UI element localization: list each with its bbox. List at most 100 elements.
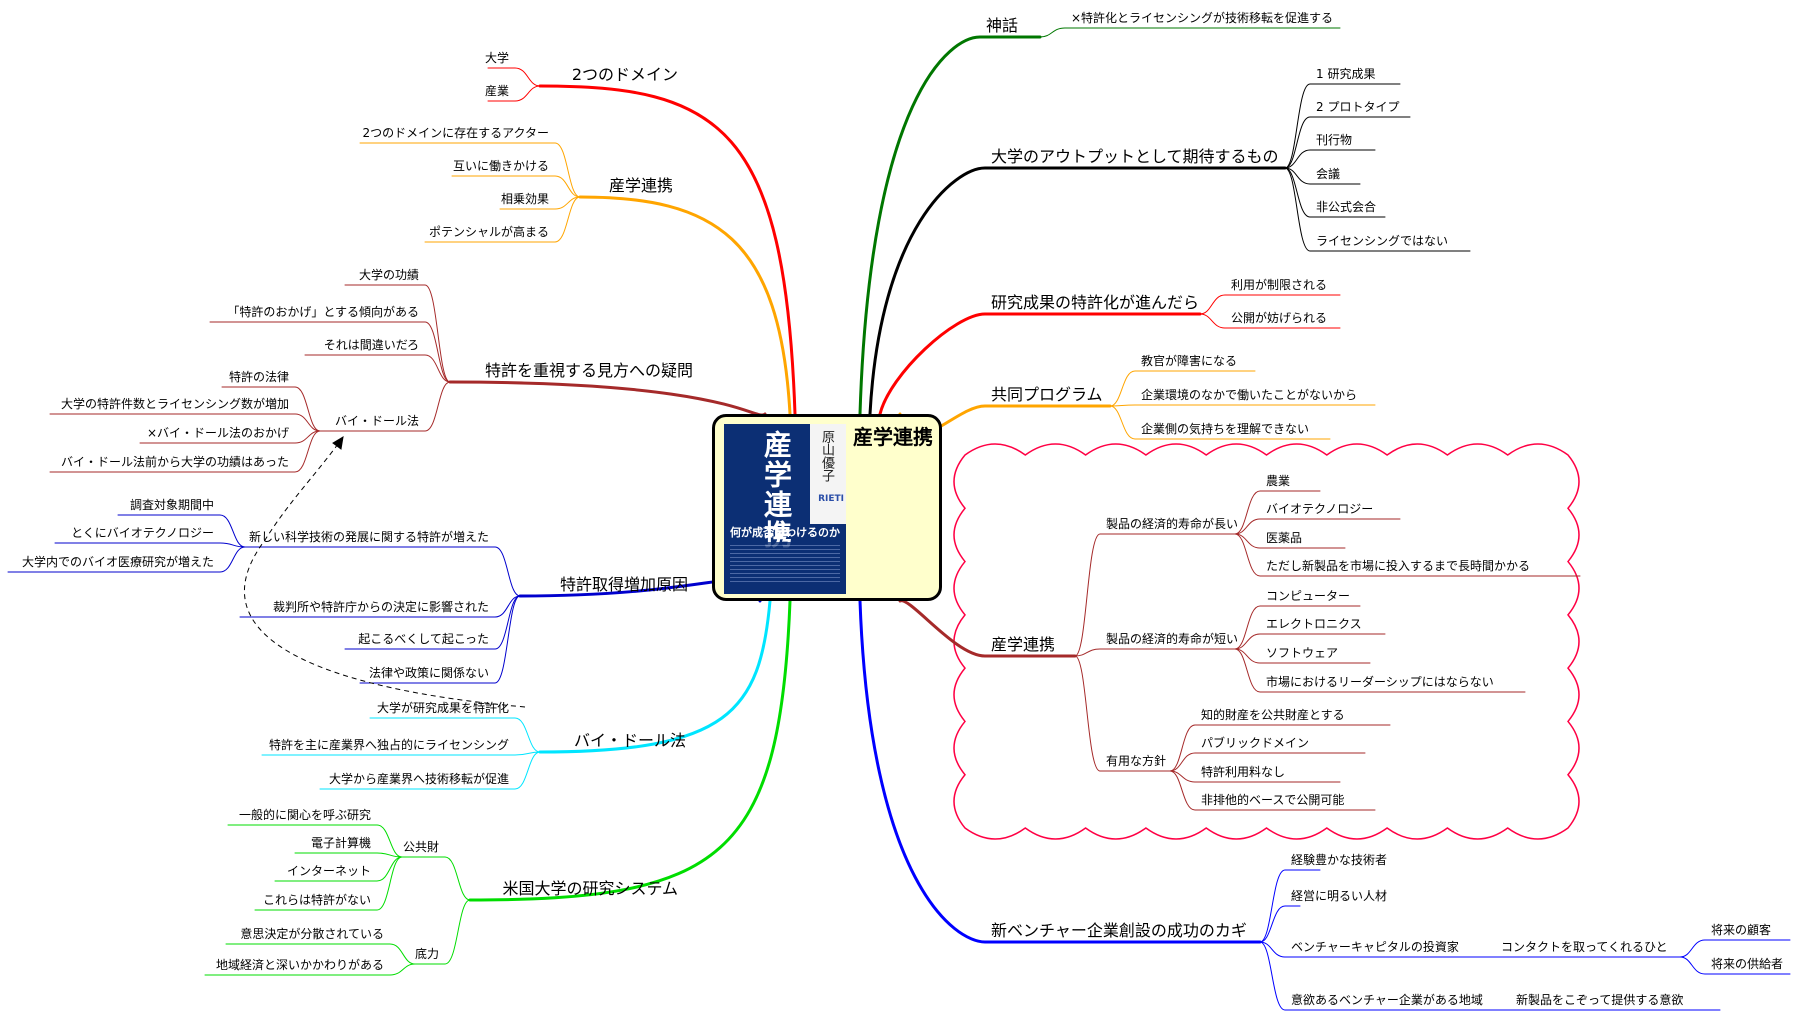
node-right-5-3-0[interactable]: 新製品をこぞって提供する意欲: [1516, 992, 1683, 1007]
node-right-5-2-0[interactable]: コンタクトを取ってくれるひと: [1501, 940, 1668, 954]
node-right-1-5[interactable]: ライセンシングではない: [1316, 234, 1448, 248]
node-right-4-2[interactable]: 有用な方針: [1106, 753, 1166, 768]
node-right-0-0[interactable]: ×特許化とライセンシングが技術移転を促進する: [1071, 10, 1333, 25]
node-right-1-1[interactable]: 2 プロトタイプ: [1316, 100, 1399, 114]
node-left-2-3-2[interactable]: ×バイ・ドール法のおかげ: [147, 426, 289, 440]
node-left-5-1[interactable]: 底力: [415, 946, 439, 961]
node-right-1-4[interactable]: 非公式会合: [1316, 199, 1376, 214]
branch-line-right-4-0-0: [1234, 490, 1321, 535]
node-left-1-2[interactable]: 相乗効果: [501, 191, 549, 206]
node-left-5-0[interactable]: 公共財: [403, 839, 439, 854]
node-right-3-1[interactable]: 企業環境のなかで働いたことがないから: [1141, 387, 1357, 402]
branch-right-5[interactable]: 新ベンチャー企業創設の成功のカギ: [991, 921, 1247, 940]
branch-line-right-5-0: [1259, 869, 1321, 943]
branch-left-5[interactable]: 米国大学の研究システム: [502, 879, 678, 898]
node-right-4-2-2[interactable]: 特許利用料なし: [1201, 764, 1285, 779]
node-left-5-1-1[interactable]: 地域経済と深いかかわりがある: [216, 957, 384, 972]
node-right-4-2-0[interactable]: 知的財産を公共財産とする: [1201, 707, 1345, 722]
branch-left-4[interactable]: バイ・ドール法: [574, 731, 686, 750]
node-left-4-0[interactable]: 大学が研究成果を特許化: [377, 700, 509, 715]
center-title: 産学連携: [853, 425, 933, 449]
node-right-4-0-1[interactable]: バイオテクノロジー: [1266, 502, 1373, 516]
node-right-5-2[interactable]: ベンチャーキャピタルの投資家: [1291, 939, 1459, 954]
node-right-4-2-1[interactable]: パブリックドメイン: [1201, 735, 1309, 750]
node-right-4-0[interactable]: 製品の経済的寿命が長い: [1106, 516, 1238, 531]
branch-line-left-0-0: [487, 67, 541, 87]
node-left-1-3[interactable]: ポテンシャルが高まる: [429, 224, 549, 239]
node-left-5-0-1[interactable]: 電子計算機: [311, 835, 371, 850]
book-tagline: 何が成否をわけるのか: [730, 526, 840, 539]
branch-right-0[interactable]: 神話: [986, 16, 1018, 35]
branch-line-left-3-0-1: [54, 542, 246, 548]
branch-line-left-5-1: [414, 899, 471, 965]
node-left-2-3-0[interactable]: 特許の法律: [229, 369, 289, 384]
node-left-3-0-2[interactable]: 大学内でのバイオ医療研究が増えた: [22, 554, 214, 569]
branch-left-1[interactable]: 産学連携: [609, 176, 673, 195]
node-right-4-0-0[interactable]: 農業: [1266, 474, 1290, 488]
node-right-5-2-0-1[interactable]: 将来の供給者: [1711, 957, 1783, 971]
branch-line-right-4-1-3: [1234, 648, 1526, 693]
node-left-2-3-1[interactable]: 大学の特許件数とライセンシング数が増加: [61, 396, 289, 411]
branch-line-right-1-4: [1284, 167, 1386, 218]
node-left-2-3-3[interactable]: バイ・ドール法前から大学の功績はあった: [61, 454, 289, 469]
node-right-4-1-3[interactable]: 市場におけるリーダーシップにはならない: [1266, 674, 1494, 689]
branch-line-left-5-0: [401, 856, 471, 901]
branch-left-3[interactable]: 特許取得増加原因: [560, 575, 688, 594]
node-left-3-1[interactable]: 裁判所や特許庁からの決定に影響された: [273, 599, 489, 614]
branch-right-2[interactable]: 研究成果の特許化が進んだら: [991, 293, 1199, 312]
node-right-2-0[interactable]: 利用が制限される: [1231, 277, 1327, 292]
branch-left-0[interactable]: 2つのドメイン: [572, 65, 678, 84]
node-left-3-0[interactable]: 新しい科学技術の発展に関する特許が増えた: [249, 529, 489, 544]
node-right-3-2[interactable]: 企業側の気持ちを理解できない: [1141, 421, 1309, 436]
node-left-3-0-1[interactable]: とくにバイオテクノロジー: [71, 526, 214, 540]
node-left-5-0-3[interactable]: これらは特許がない: [263, 892, 371, 907]
node-right-1-2[interactable]: 刊行物: [1316, 133, 1352, 147]
node-right-1-0[interactable]: 1 研究成果: [1316, 66, 1375, 81]
node-left-5-0-0[interactable]: 一般的に関心を呼ぶ研究: [239, 807, 371, 822]
node-right-3-0[interactable]: 教官が障害になる: [1141, 353, 1237, 368]
node-right-4-0-2[interactable]: 医薬品: [1266, 531, 1302, 545]
node-left-4-1[interactable]: 特許を主に産業界へ独占的にライセンシング: [269, 737, 509, 752]
node-left-3-3[interactable]: 法律や政策に関係ない: [369, 666, 489, 680]
node-right-4-1-1[interactable]: エレクトロニクス: [1266, 617, 1362, 631]
branch-right-1[interactable]: 大学のアウトプットとして期待するもの: [991, 147, 1279, 166]
node-right-4-1-0[interactable]: コンピューター: [1266, 589, 1350, 603]
node-left-2-2[interactable]: それは間違いだろ: [324, 338, 419, 352]
center-node[interactable]: 産学連携 原山優子 RIETI 何が成否をわけるのか 産学連携: [712, 414, 942, 601]
node-left-5-0-2[interactable]: インターネット: [287, 864, 371, 878]
branch-line-right-1: [868, 166, 1287, 416]
node-right-1-3[interactable]: 会議: [1316, 167, 1340, 181]
branch-line-left-2-3-1: [49, 413, 321, 432]
node-right-5-3[interactable]: 意欲あるベンチャー企業がある地域: [1291, 992, 1483, 1007]
node-left-2-3[interactable]: バイ・ドール法: [335, 414, 419, 428]
branch-line-left-3-0-0: [117, 514, 246, 548]
node-left-1-1[interactable]: 互いに働きかける: [453, 159, 549, 173]
node-left-4-2[interactable]: 大学から産業界へ技術移転が促進: [329, 771, 509, 786]
node-left-3-2[interactable]: 起こるべくして起こった: [358, 632, 489, 646]
branch-line-right-4-1-0: [1234, 605, 1361, 650]
node-right-4-0-3[interactable]: ただし新製品を市場に投入するまで長時間かかる: [1266, 558, 1530, 573]
branch-line-right-1-3: [1284, 167, 1361, 185]
relation-arrow: [243, 436, 526, 708]
node-right-4-1[interactable]: 製品の経済的寿命が短い: [1106, 631, 1238, 646]
node-left-1-0[interactable]: 2つのドメインに存在するアクター: [362, 126, 549, 140]
node-right-5-0[interactable]: 経験豊かな技術者: [1291, 852, 1387, 867]
node-right-4-1-2[interactable]: ソフトウェア: [1266, 646, 1338, 660]
book-publisher-mark: RIETI: [818, 494, 844, 504]
node-left-0-0[interactable]: 大学: [485, 50, 509, 65]
node-left-2-0[interactable]: 大学の功績: [359, 267, 419, 282]
book-cover-image: 産学連携 原山優子 RIETI 何が成否をわけるのか: [724, 424, 846, 594]
node-left-3-0-0[interactable]: 調査対象期間中: [130, 497, 214, 512]
node-left-0-1[interactable]: 産業: [485, 83, 509, 98]
branch-right-3[interactable]: 共同プログラム: [991, 385, 1103, 404]
branch-line-left-0-1: [487, 85, 541, 102]
node-right-5-1[interactable]: 経営に明るい人材: [1291, 889, 1387, 903]
branch-right-4[interactable]: 産学連携: [991, 635, 1055, 654]
node-right-5-2-0-0[interactable]: 将来の顧客: [1711, 922, 1771, 937]
node-left-5-1-0[interactable]: 意思決定が分散されている: [240, 926, 384, 941]
branch-line-left-0: [538, 84, 797, 416]
node-left-2-1[interactable]: 「特許のおかげ」とする傾向がある: [227, 304, 419, 319]
branch-left-2[interactable]: 特許を重視する見方への疑問: [485, 361, 693, 380]
node-right-2-1[interactable]: 公開が妨げられる: [1231, 310, 1327, 325]
node-right-4-2-3[interactable]: 非排他的ベースで公開可能: [1201, 792, 1344, 807]
